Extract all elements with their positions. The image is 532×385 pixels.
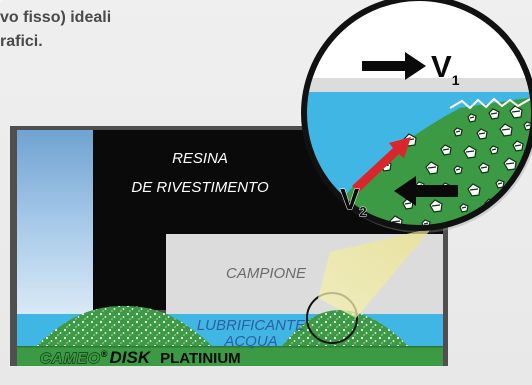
sky-backdrop xyxy=(17,130,93,314)
zoom-view: V1 V2 xyxy=(301,0,532,233)
abrasive-grain-facet xyxy=(469,116,475,119)
abrasive-grain-facet xyxy=(455,168,461,171)
force-arrow xyxy=(352,137,411,192)
abrasive-grain-facet xyxy=(511,110,521,113)
abrasive-grain-facet xyxy=(501,128,511,131)
brand-cameo: CAMEO xyxy=(40,350,101,367)
brand-registered: ® xyxy=(101,349,108,359)
abrasive-grain-facet xyxy=(469,188,479,191)
abrasive-grain-facet xyxy=(431,204,441,207)
lubricant-label-line-1: LUBRIFICANTE xyxy=(197,317,306,334)
intro-line-2: rafici. xyxy=(0,33,43,50)
abrasive-grain-facet xyxy=(490,112,498,115)
velocity-2-subscript: 2 xyxy=(359,204,366,219)
abrasive-grain-facet xyxy=(404,202,412,205)
abrasive-grain-facet xyxy=(497,182,503,185)
brand-wordmark: CAMEO®DISK PLATINIUM xyxy=(40,348,241,367)
velocity-1-label: V1 xyxy=(431,49,460,88)
resin-left-wall xyxy=(93,130,166,310)
brand-disk: DISK xyxy=(109,348,151,367)
abrasive-grain-facet xyxy=(455,130,461,133)
sample-label: CAMPIONE xyxy=(226,265,307,282)
abrasive-grain-facet xyxy=(480,166,488,169)
magnifier-beam xyxy=(318,228,432,318)
intro-text: vo fisso) ideali rafici. xyxy=(0,6,210,54)
zoom-circle-border xyxy=(301,0,532,231)
abrasive-grain xyxy=(477,215,491,228)
velocity-2-label: V2 xyxy=(340,184,367,219)
abrasive-grain-facet xyxy=(461,206,467,209)
zoom-sample-grey xyxy=(304,78,532,94)
abrasive-grain-facet xyxy=(525,124,531,127)
abrasive-grain-facet xyxy=(427,166,437,169)
intro-line-1: vo fisso) ideali xyxy=(0,9,112,26)
abrasive-grain-facet xyxy=(479,220,489,223)
velocity-2-arrow xyxy=(394,176,458,206)
abrasive-grain-facet xyxy=(423,222,429,225)
velocity-1-arrow xyxy=(362,52,426,80)
disk-base-shadow xyxy=(17,346,443,348)
resin-label-line-2: DE RIVESTIMENTO xyxy=(131,179,269,196)
abrasive-grain-facet xyxy=(514,144,522,147)
abrasive-grain-facet xyxy=(505,162,515,165)
abrasive-grain-facet xyxy=(442,148,450,151)
velocity-1-subscript: 1 xyxy=(452,72,460,88)
abrasive-mound-right-dots xyxy=(282,310,408,346)
abrasive-grain-facet xyxy=(478,132,486,135)
lubricant-label-line-2: ACQUA xyxy=(223,333,277,350)
abrasive-grain-facet xyxy=(391,220,401,223)
resin-label-line-1: RESINA xyxy=(172,150,228,167)
zoom-abrasive-edge xyxy=(449,97,531,110)
abrasive-grain-facet xyxy=(465,150,475,153)
brand-platinium: PLATINIUM xyxy=(160,350,241,367)
abrasive-grain-facet xyxy=(491,148,497,151)
disk-base xyxy=(17,346,443,366)
abrasive-mound-left-dots xyxy=(36,306,212,346)
